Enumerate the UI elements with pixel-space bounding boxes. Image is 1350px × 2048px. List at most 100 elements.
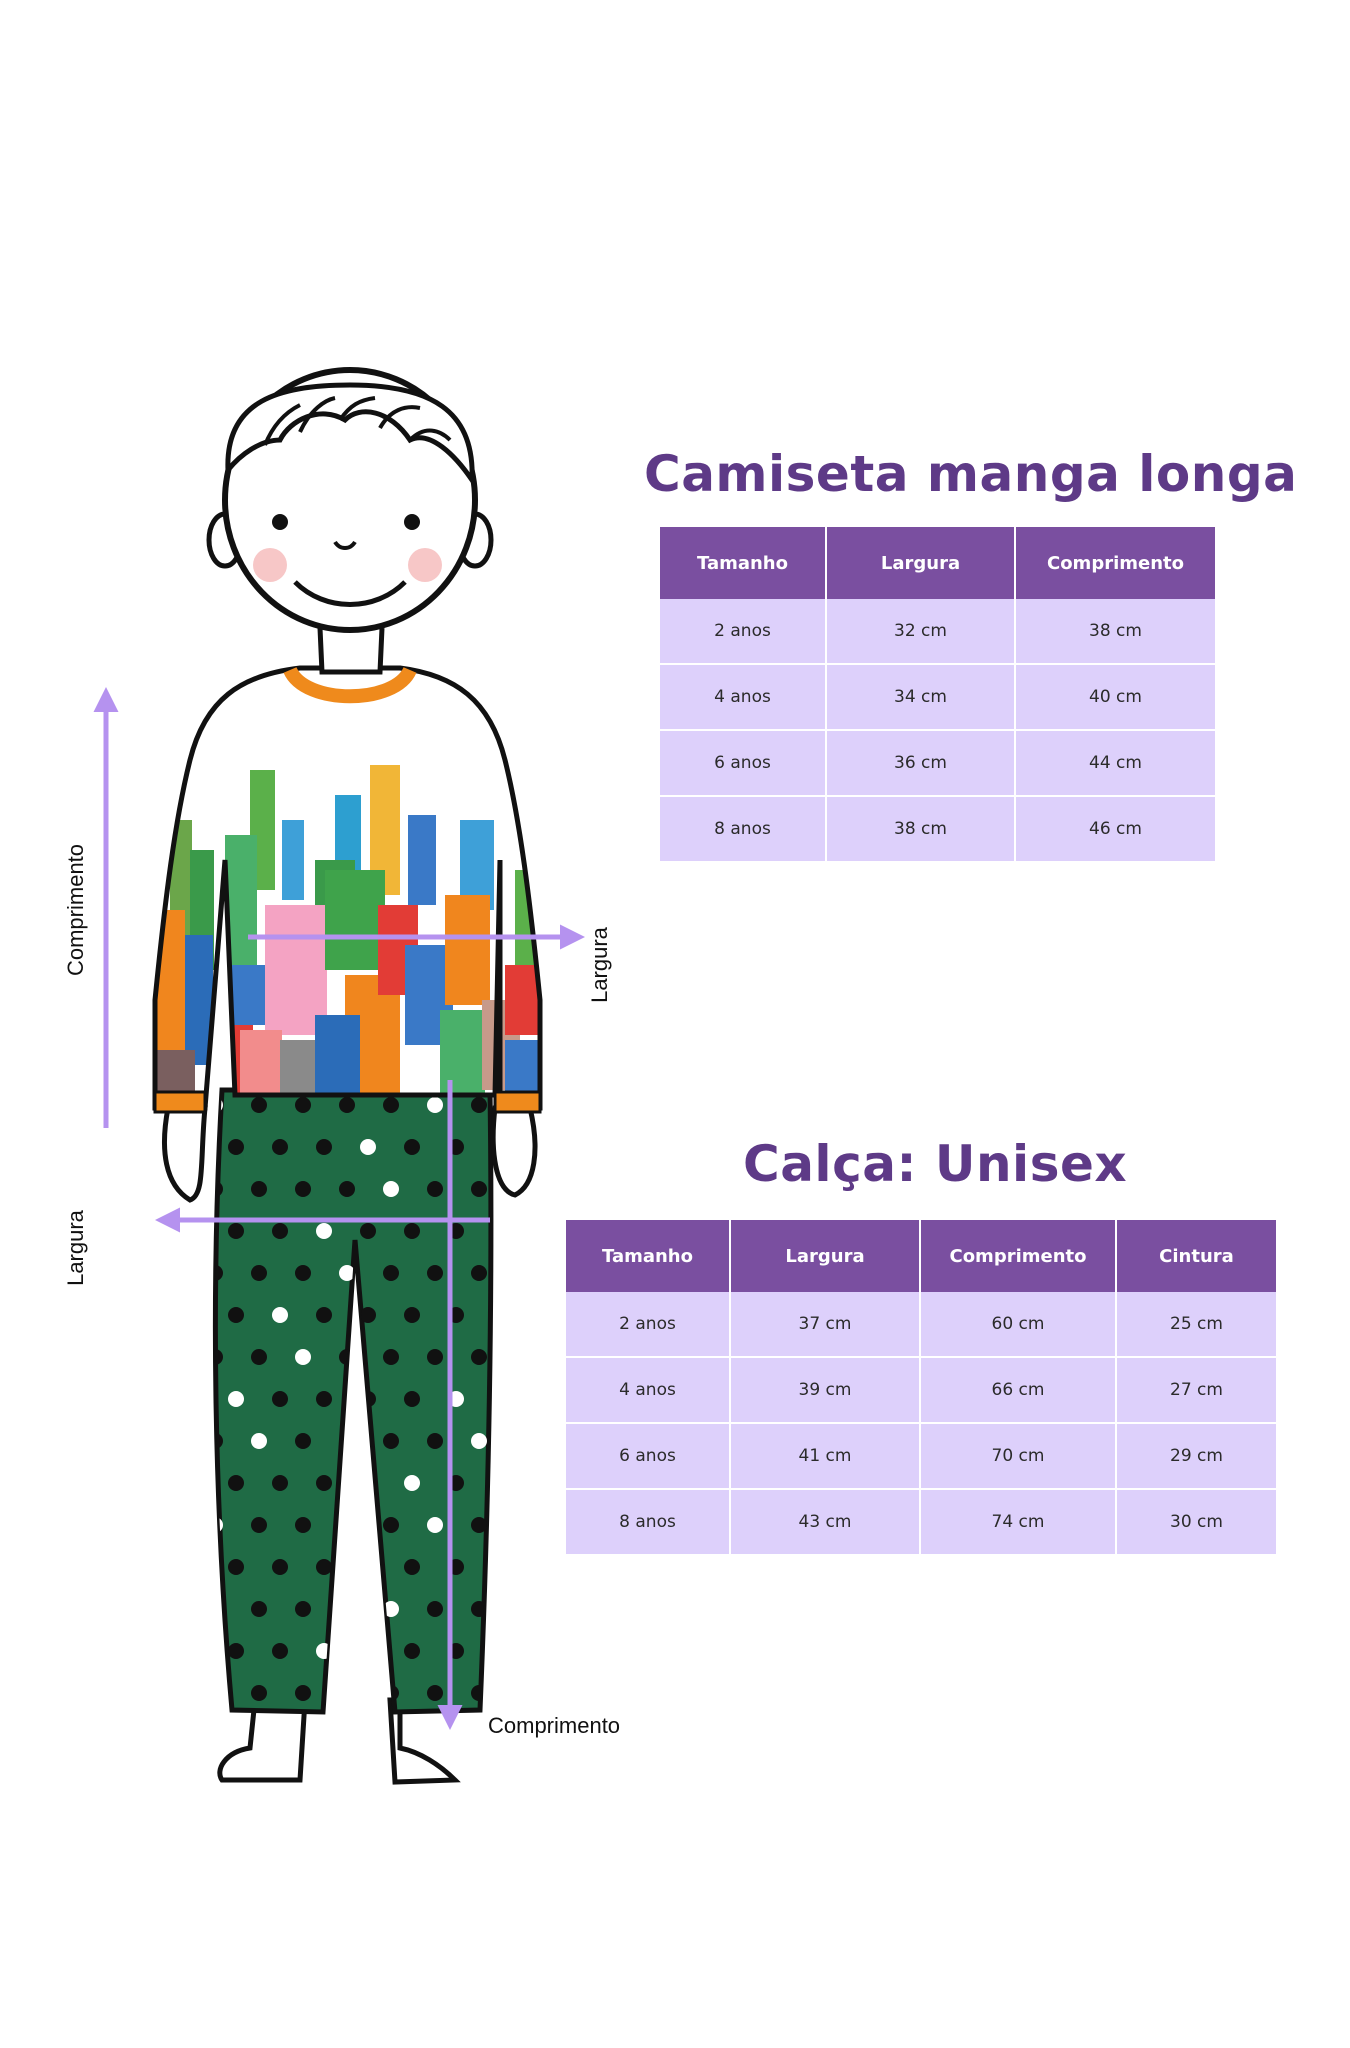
polka-dot — [360, 1643, 376, 1659]
cell-length: 38 cm — [1015, 599, 1215, 665]
head — [206, 367, 494, 675]
pants-size-table: Tamanho Largura Comprimento Cintura 2 an… — [566, 1220, 1276, 1554]
cell-length: 40 cm — [1015, 664, 1215, 731]
polka-dot — [251, 1181, 267, 1197]
header-width: Largura — [826, 527, 1016, 599]
polka-dot — [471, 1517, 487, 1533]
polka-dot — [251, 1601, 267, 1617]
cell-size: 8 anos — [660, 796, 827, 861]
header-size: Tamanho — [566, 1220, 731, 1292]
polka-dot — [215, 1181, 223, 1197]
polka-dot — [427, 1601, 443, 1617]
pants-drawing — [212, 1087, 494, 1715]
cell-waist: 27 cm — [1116, 1357, 1276, 1424]
cell-size: 8 anos — [566, 1489, 731, 1554]
pants-width-label: Largura — [63, 1209, 88, 1286]
polka-dot — [471, 1265, 487, 1281]
polka-dot — [215, 1265, 223, 1281]
polka-dot — [215, 1517, 223, 1533]
cell-size: 6 anos — [660, 730, 827, 797]
polka-dot — [272, 1307, 288, 1323]
header-width: Largura — [730, 1220, 921, 1292]
pants-length-label: Comprimento — [488, 1713, 620, 1738]
measurement-arrows — [93, 687, 585, 1730]
cell-length: 60 cm — [920, 1292, 1117, 1358]
cell-size: 6 anos — [566, 1423, 731, 1490]
polka-dot — [272, 1139, 288, 1155]
polka-dot — [272, 1643, 288, 1659]
cell-size: 2 anos — [566, 1292, 731, 1358]
polka-dot — [295, 1097, 311, 1113]
table-header-row: Tamanho Largura Comprimento — [660, 527, 1215, 599]
cell-width: 43 cm — [730, 1489, 921, 1554]
polka-dot — [360, 1307, 376, 1323]
header-length: Comprimento — [920, 1220, 1117, 1292]
polka-dot — [339, 1601, 355, 1617]
polka-dot — [215, 1349, 223, 1365]
polka-dot — [228, 1475, 244, 1491]
polka-dot — [427, 1433, 443, 1449]
shirt-length-label: Comprimento — [63, 844, 88, 976]
polka-dot — [339, 1097, 355, 1113]
cell-length: 44 cm — [1015, 730, 1215, 797]
polka-dot — [404, 1559, 420, 1575]
polka-dot — [427, 1517, 443, 1533]
polka-dot — [404, 1643, 420, 1659]
polka-dot — [339, 1685, 355, 1701]
cell-size: 4 anos — [660, 664, 827, 731]
polka-dot — [228, 1643, 244, 1659]
cell-length: 46 cm — [1015, 796, 1215, 861]
polka-dot — [295, 1349, 311, 1365]
polka-dot — [471, 1181, 487, 1197]
polka-dot — [360, 1139, 376, 1155]
cell-width: 37 cm — [730, 1292, 921, 1358]
polka-dot — [316, 1307, 332, 1323]
cell-width: 32 cm — [826, 599, 1016, 665]
polka-dot — [251, 1349, 267, 1365]
polka-dot — [471, 1097, 487, 1113]
polka-dot — [360, 1559, 376, 1575]
polka-dot — [295, 1517, 311, 1533]
polka-dot — [295, 1601, 311, 1617]
polka-dot — [251, 1685, 267, 1701]
polka-dot — [316, 1139, 332, 1155]
cell-width: 41 cm — [730, 1423, 921, 1490]
polka-dot — [471, 1349, 487, 1365]
polka-dot — [383, 1433, 399, 1449]
shirt-size-title: Camiseta manga longa — [644, 445, 1298, 503]
polka-dot — [383, 1181, 399, 1197]
polka-dot — [316, 1391, 332, 1407]
polka-dot — [215, 1433, 223, 1449]
polka-dot — [295, 1181, 311, 1197]
shirt-drawing — [152, 665, 543, 1114]
polka-dot — [251, 1097, 267, 1113]
header-size: Tamanho — [660, 527, 827, 599]
polka-dot — [251, 1517, 267, 1533]
polka-dot — [339, 1181, 355, 1197]
cell-length: 66 cm — [920, 1357, 1117, 1424]
polka-dot — [228, 1223, 244, 1239]
table-header-row: Tamanho Largura Comprimento Cintura — [566, 1220, 1276, 1292]
polka-dot — [427, 1349, 443, 1365]
polka-dot — [228, 1391, 244, 1407]
cell-waist: 30 cm — [1116, 1489, 1276, 1554]
polka-dot — [427, 1097, 443, 1113]
polka-dot — [272, 1391, 288, 1407]
header-length: Comprimento — [1015, 527, 1215, 599]
polka-dot — [228, 1139, 244, 1155]
feet — [217, 1697, 461, 1785]
polka-dot — [339, 1265, 355, 1281]
cell-width: 38 cm — [826, 796, 1016, 861]
polka-dot — [228, 1559, 244, 1575]
polka-dot — [404, 1307, 420, 1323]
pants-size-title: Calça: Unisex — [743, 1135, 1128, 1193]
polka-dot — [272, 1559, 288, 1575]
polka-dot — [295, 1265, 311, 1281]
